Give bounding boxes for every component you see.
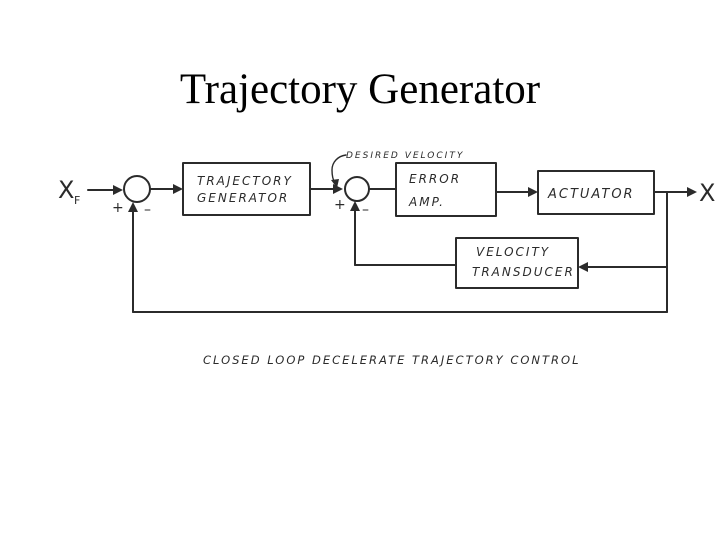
output-arrow xyxy=(687,187,697,197)
input-label: X xyxy=(58,176,74,204)
summing-junction-1 xyxy=(123,175,151,203)
summing-junction-2 xyxy=(344,176,370,202)
trajectory-generator-line-2: GENERATOR xyxy=(197,191,289,205)
arrow-into-sum1-feedback xyxy=(128,202,138,212)
output-label: X xyxy=(699,179,715,207)
actuator-label: ACTUATOR xyxy=(547,187,635,202)
sum1-minus-sign: – xyxy=(144,202,153,218)
velocity-transducer-line-2: TRANSDUCER xyxy=(472,265,575,279)
arrow-into-transducer xyxy=(578,262,588,272)
desired-velocity-arrow xyxy=(331,179,339,188)
input-arrow xyxy=(113,185,123,195)
sum2-minus-sign: – xyxy=(362,202,371,218)
sum1-plus-sign: + xyxy=(112,200,126,216)
desired-velocity-pointer xyxy=(331,154,347,184)
arrow-into-sum2 xyxy=(333,184,343,194)
velocity-transducer-block xyxy=(455,237,579,289)
diagram-caption: CLOSED LOOP DECELERATE TRAJECTORY CONTRO… xyxy=(203,353,581,367)
arrow-into-sum2-feedback xyxy=(350,201,360,211)
arrow-into-trajectory xyxy=(173,184,183,194)
trajectory-generator-line-1: TRAJECTORY xyxy=(197,174,293,188)
error-amp-line-2: AMP. xyxy=(408,195,445,209)
input-subscript: F xyxy=(74,194,82,207)
velocity-transducer-line-1: VELOCITY xyxy=(476,245,550,259)
sum2-plus-sign: + xyxy=(334,197,348,213)
desired-velocity-label: DESIRED VELOCITY xyxy=(346,151,464,161)
slide-title: Trajectory Generator xyxy=(179,66,541,113)
error-amp-block xyxy=(395,162,497,217)
trajectory-generator-block xyxy=(182,162,311,216)
arrow-into-actuator xyxy=(528,187,538,197)
error-amp-line-1: ERROR xyxy=(409,172,461,186)
